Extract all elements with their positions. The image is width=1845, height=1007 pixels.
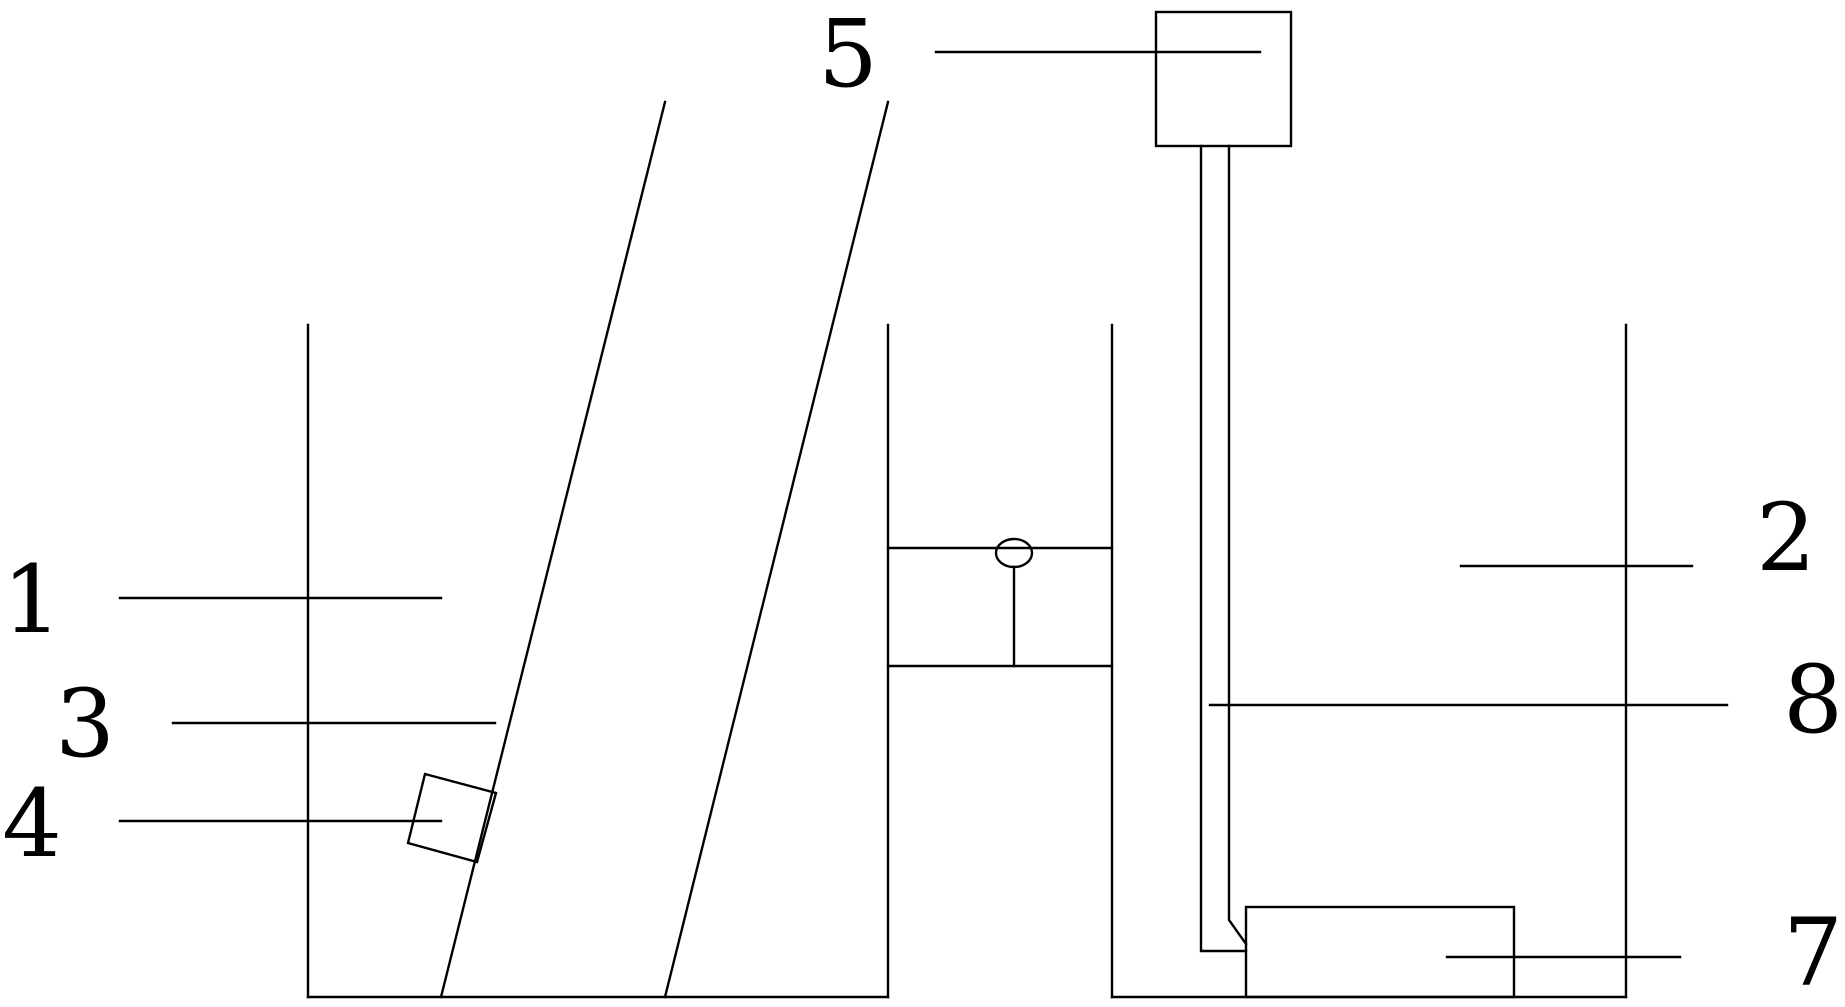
leader-lines [118, 50, 1729, 959]
label-8: 8 [1783, 646, 1843, 755]
right-tank [1110, 323, 1628, 999]
vertical-pipe [1199, 144, 1248, 953]
inclined-plate-right [663, 100, 890, 999]
label-5: 5 [818, 0, 878, 109]
left-tank [306, 323, 890, 999]
attached-block [406, 772, 498, 864]
inclined-plates [439, 100, 890, 999]
label-3: 3 [55, 670, 115, 779]
label-7: 7 [1783, 899, 1843, 1007]
inclined-plate-left [439, 100, 667, 999]
bottom-box [1244, 905, 1516, 999]
valve-icon [994, 537, 1034, 668]
label-1: 1 [2, 546, 62, 655]
label-2: 2 [1756, 484, 1816, 593]
label-4: 4 [2, 770, 62, 879]
top-box [1154, 10, 1293, 148]
connecting-pipe [886, 546, 1114, 668]
